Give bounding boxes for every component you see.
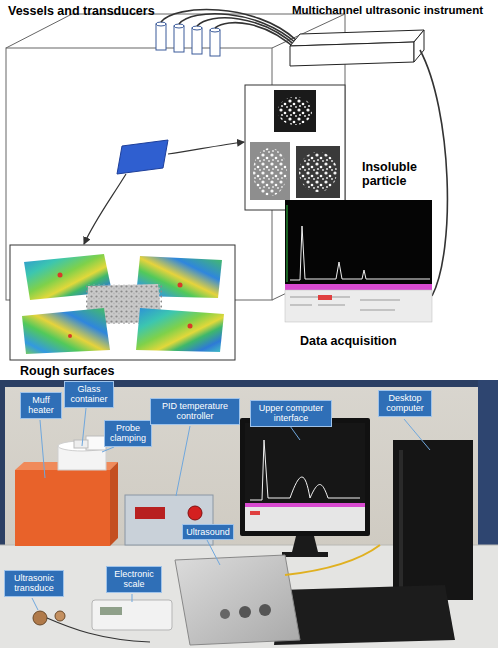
callout-text: Electronic scale — [110, 569, 158, 590]
callout-text: PID temperature controller — [154, 401, 236, 422]
section-label: Insoluble particle — [362, 160, 424, 189]
section-label: Vessels and transducers — [8, 4, 155, 18]
callout-text: Ultrasonic transduce — [8, 573, 60, 594]
callout-box: Desktop computer — [378, 390, 432, 417]
callout-box: Glass container — [64, 381, 114, 408]
callout-text: Upper computer interface — [254, 403, 328, 424]
callout-box: Ultrasound — [182, 524, 234, 540]
callout-box: Ultrasonic transduce — [4, 570, 64, 597]
section-label: Rough surfaces — [20, 364, 114, 378]
callout-text: Probe clamping — [108, 423, 148, 444]
callout-box: Electronic scale — [106, 566, 162, 593]
callout-text: Ultrasound — [186, 527, 230, 537]
section-label: Data acquisition — [300, 334, 397, 348]
callout-text: Desktop computer — [382, 393, 428, 414]
callout-box: Probe clamping — [104, 420, 152, 447]
callout-box: Upper computer interface — [250, 400, 332, 427]
callout-text: Glass container — [68, 384, 110, 405]
callout-box: PID temperature controller — [150, 398, 240, 425]
callout-text: Muff heater — [24, 395, 58, 416]
section-label: Multichannel ultrasonic instrument — [292, 4, 483, 17]
callout-box: Muff heater — [20, 392, 62, 419]
